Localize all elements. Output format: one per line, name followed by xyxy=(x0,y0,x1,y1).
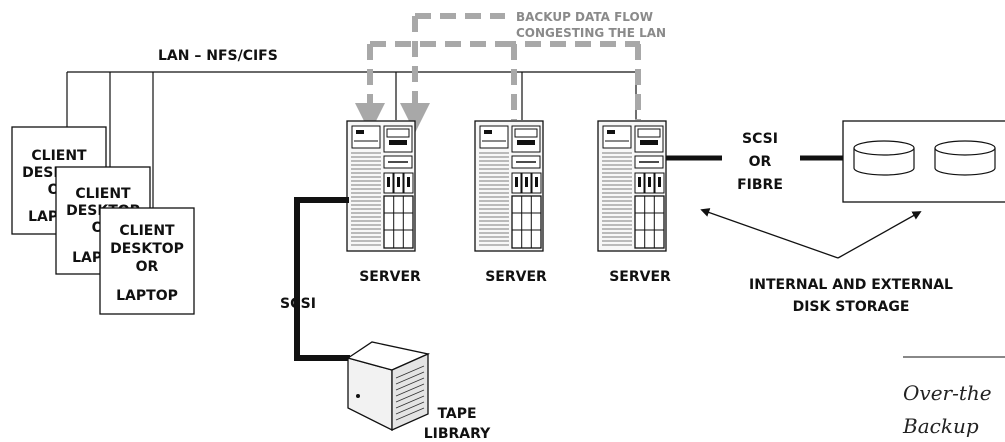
tape-library xyxy=(346,341,431,432)
server-label: SERVER xyxy=(359,269,421,285)
scsi-label: SCSI xyxy=(280,296,316,312)
disk-storage-callout xyxy=(700,208,922,259)
scsi-fibre-line1: SCSI xyxy=(742,131,778,147)
external-disk-array xyxy=(842,120,1005,203)
tape-label-line1: TAPE xyxy=(437,406,476,422)
lan-bus xyxy=(66,71,637,208)
disk-storage-line1: INTERNAL AND EXTERNAL xyxy=(749,277,953,293)
svg-text:CLIENT: CLIENT xyxy=(119,223,175,239)
server-label: SERVER xyxy=(609,269,671,285)
server-label: SERVER xyxy=(485,269,547,285)
disk-storage-line2: DISK STORAGE xyxy=(793,299,910,315)
backup-flow-line2: CONGESTING THE LAN xyxy=(516,26,666,40)
tape-label-line2: LIBRARY xyxy=(424,426,491,442)
server-2: SERVER xyxy=(474,120,547,285)
caption-line1: Over-the xyxy=(903,381,992,405)
scsi-cable xyxy=(294,197,350,361)
lan-label: LAN – NFS/CIFS xyxy=(158,48,278,64)
svg-text:DESKTOP: DESKTOP xyxy=(110,241,184,257)
server-1: SERVER xyxy=(346,120,421,285)
backup-flow-line1: BACKUP DATA FLOW xyxy=(516,10,653,24)
scsi-fibre-line3: FIBRE xyxy=(737,177,783,193)
backup-data-flow xyxy=(355,13,641,133)
caption-line2: Backup xyxy=(902,414,979,438)
svg-text:CLIENT: CLIENT xyxy=(75,186,131,202)
svg-text:LAPTOP: LAPTOP xyxy=(116,288,178,304)
scsi-fibre-line2: OR xyxy=(749,154,772,170)
svg-text:OR: OR xyxy=(136,259,159,275)
svg-text:CLIENT: CLIENT xyxy=(31,148,87,164)
client-3: CLIENT DESKTOP OR LAPTOP xyxy=(99,207,195,315)
server-3: SERVER xyxy=(597,120,671,285)
